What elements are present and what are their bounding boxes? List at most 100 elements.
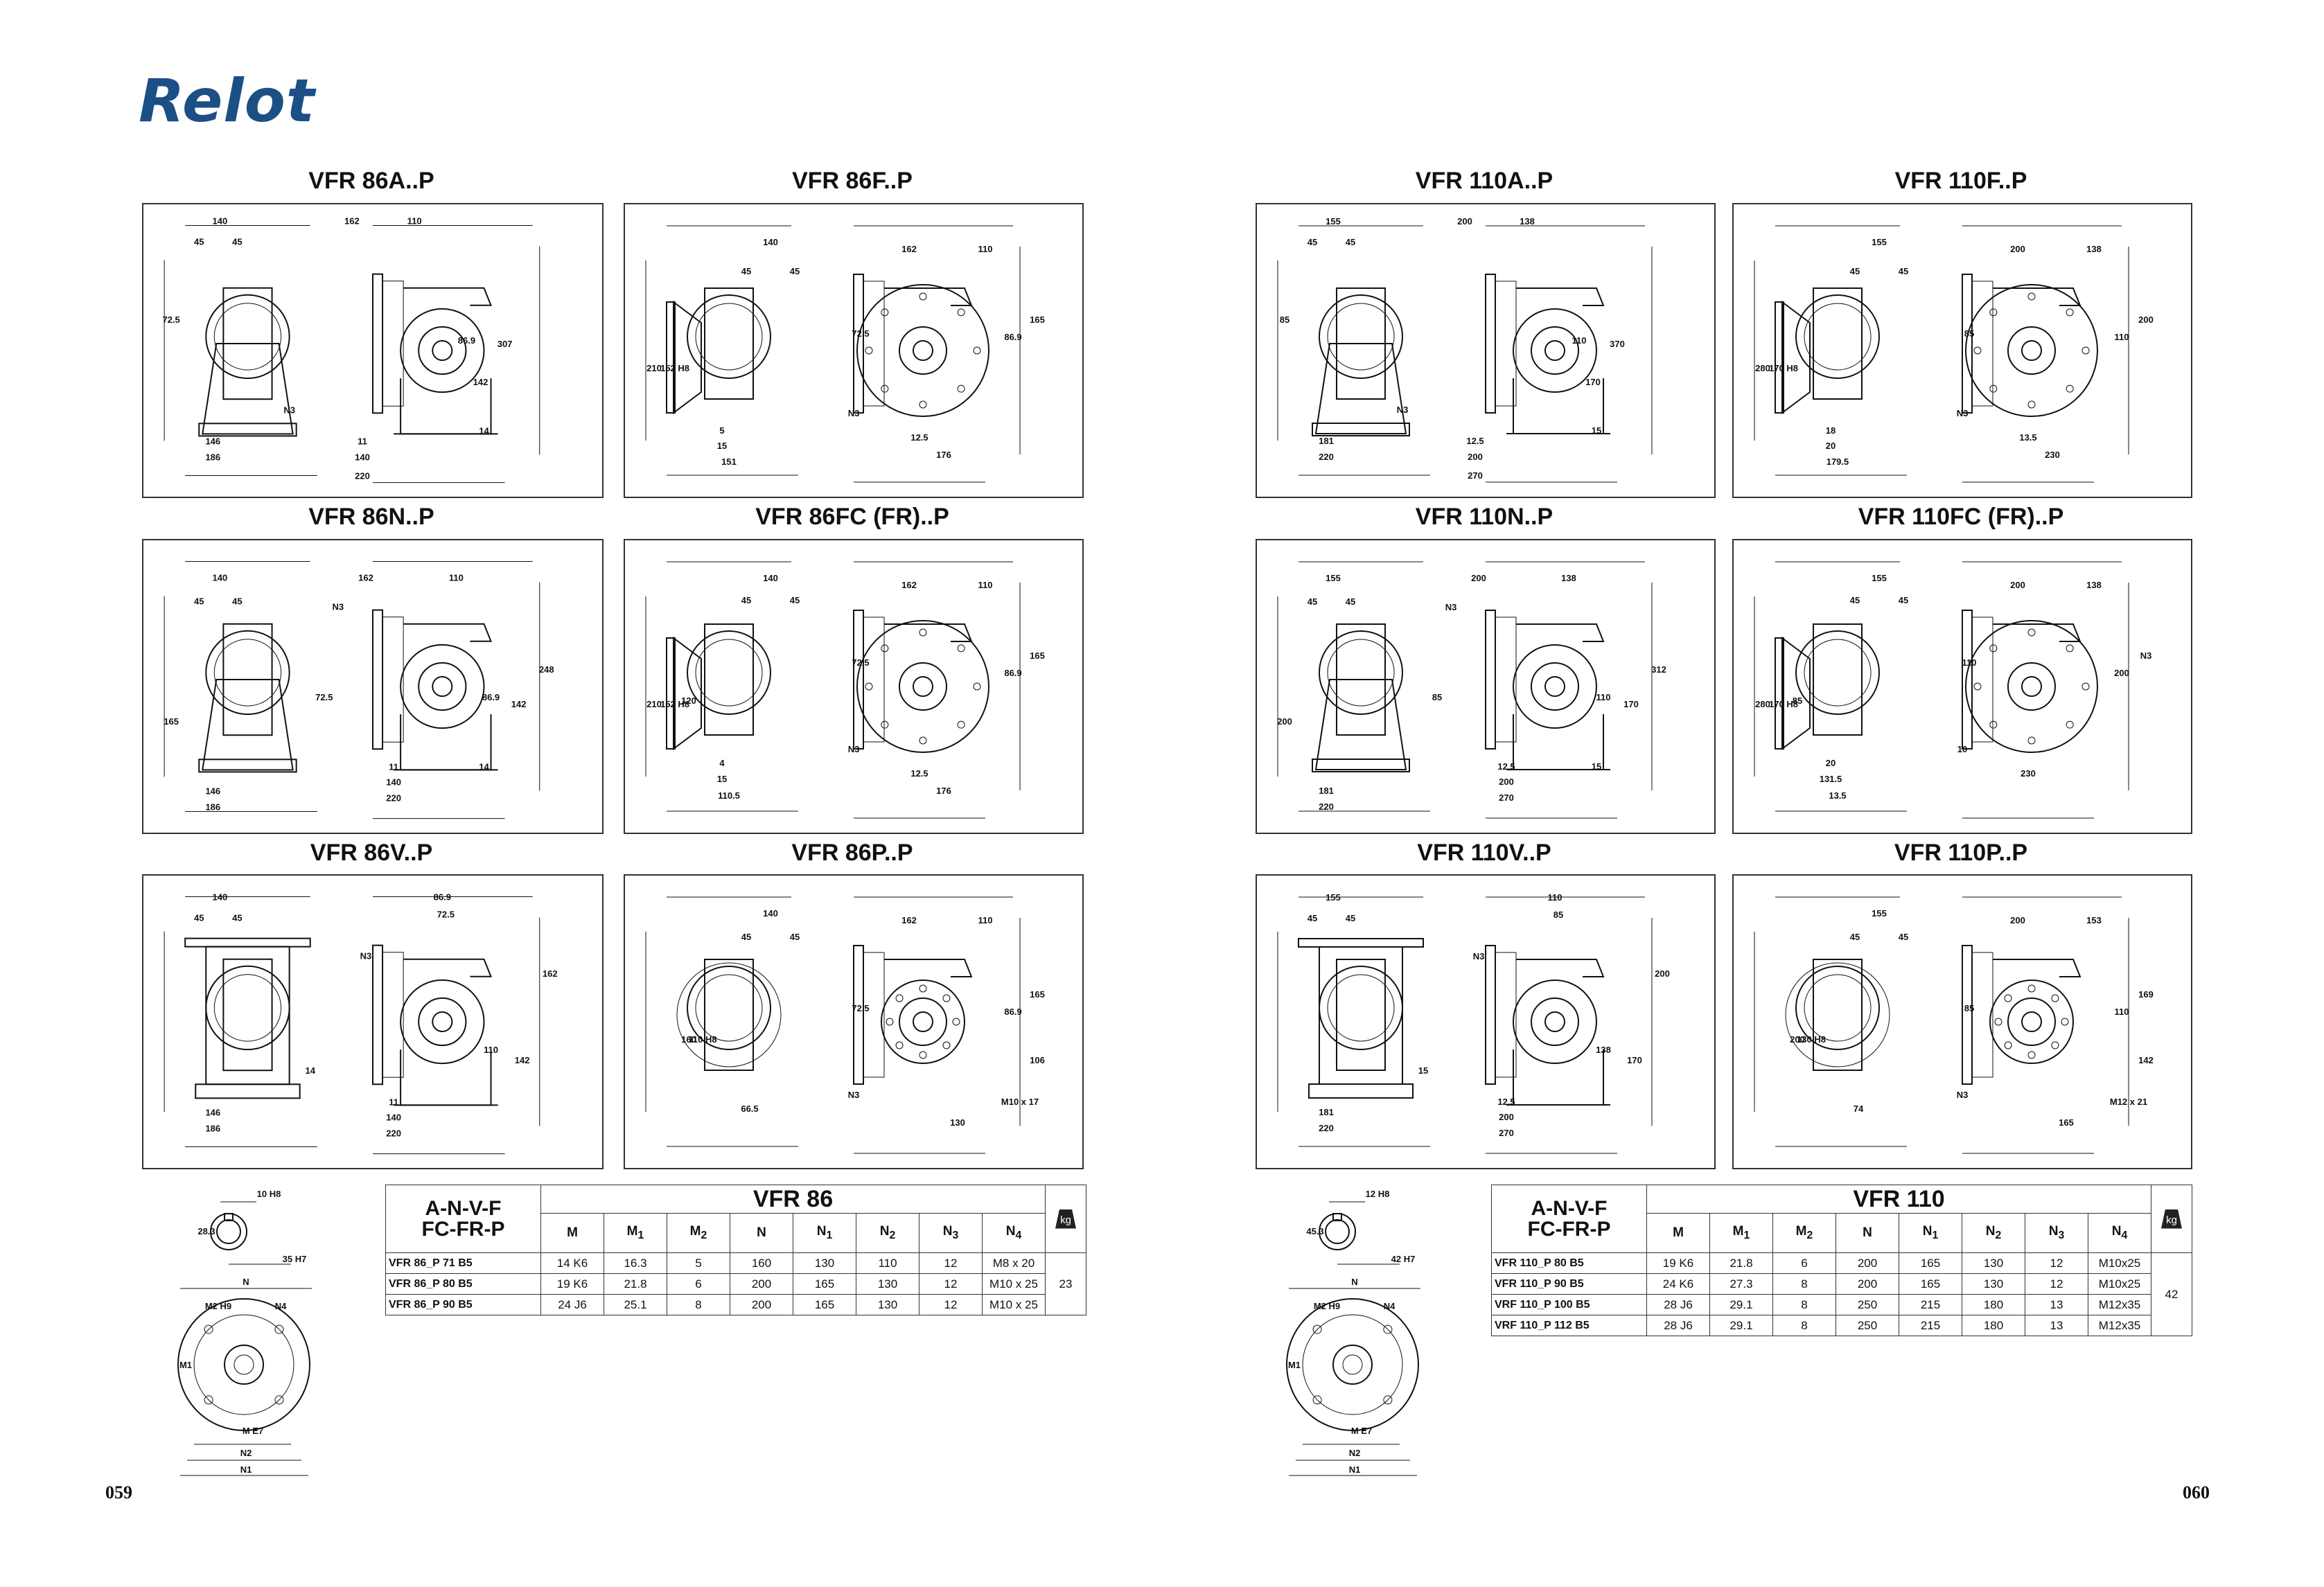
- dimension-label: N3: [1473, 951, 1485, 961]
- dimension-label: 85: [1280, 314, 1289, 325]
- dimension-label: 151: [721, 456, 737, 467]
- dimension-label: 130 H8: [1797, 1034, 1826, 1045]
- dimension-label: 12.5: [1497, 1097, 1515, 1107]
- row-label: VFR 110_P 90 B5: [1491, 1273, 1647, 1295]
- dimension-label: 162: [901, 244, 917, 254]
- dimension-label: 307: [498, 339, 513, 349]
- dimension-label: 130: [950, 1117, 965, 1128]
- column-header: M: [540, 1213, 604, 1253]
- dimension-label: 4: [719, 758, 725, 768]
- dimension-label: 169: [2138, 989, 2154, 1000]
- row-label: VFR 86_P 71 B5: [385, 1252, 541, 1274]
- dimension-label: 165: [2059, 1117, 2074, 1128]
- table-cell: 28 J6: [1646, 1294, 1710, 1315]
- dimension-label: 45: [1850, 932, 1860, 942]
- dimension-label: 152 H8: [660, 363, 689, 373]
- dimension-label: 110: [978, 580, 993, 590]
- dimension-label: 110: [1596, 692, 1611, 702]
- table-cell: 29.1: [1709, 1294, 1773, 1315]
- detail-dimension-label: N2: [240, 1448, 252, 1458]
- dimension-label: 220: [1319, 1123, 1334, 1133]
- dimension-label: N3: [360, 951, 372, 961]
- detail-dimension-label: N: [1351, 1277, 1357, 1287]
- table-cell: 200: [1836, 1273, 1899, 1295]
- dimension-label: 13.5: [2019, 432, 2036, 443]
- detail-dimension-label: 42 H7: [1391, 1254, 1416, 1264]
- dimension-label: 45: [741, 595, 751, 605]
- weight-header: kg: [2151, 1185, 2192, 1253]
- row-label: VFR 110_P 80 B5: [1491, 1252, 1647, 1274]
- dimension-label: 162: [358, 573, 373, 583]
- dimension-label: 85: [1553, 910, 1563, 920]
- dimension-label: 155: [1326, 892, 1341, 903]
- dimension-label: 110: [484, 1045, 498, 1055]
- dimension-label: 14: [479, 425, 489, 436]
- dimension-label: 86.9: [434, 892, 451, 902]
- table-cell: 13: [2025, 1294, 2088, 1315]
- table-title: VFR 86: [540, 1185, 1046, 1214]
- table-cell: 21.8: [604, 1273, 667, 1295]
- table-cell: 6: [1772, 1252, 1836, 1274]
- dimension-label: 155: [1872, 573, 1887, 583]
- dimension-label: 85: [1793, 695, 1802, 706]
- dimension-label: 138: [1520, 216, 1535, 227]
- dimension-label: 45: [1899, 595, 1908, 605]
- table-cell: 165: [793, 1294, 856, 1315]
- detail-dimension-label: 45.3: [1306, 1226, 1323, 1236]
- table-cell: 12: [919, 1294, 983, 1315]
- dimension-label: 162: [344, 215, 360, 226]
- dimension-label: 170: [1585, 377, 1601, 387]
- column-header: M2: [1772, 1213, 1836, 1253]
- dimension-label: 270: [1499, 1128, 1514, 1138]
- dimension-label: 15: [717, 441, 727, 451]
- dimension-label: 15: [1592, 425, 1601, 436]
- table-cell: 8: [1772, 1294, 1836, 1315]
- dimension-label: 270: [1468, 470, 1483, 481]
- dimension-label: 140: [212, 215, 227, 226]
- row-label: VRF 110_P 100 B5: [1491, 1294, 1647, 1315]
- dimension-label: 11: [389, 761, 398, 772]
- dimension-label: 86.9: [1004, 1007, 1021, 1017]
- dimension-label: 13.5: [1829, 790, 1846, 801]
- table-cell: 130: [1962, 1252, 2025, 1274]
- dimension-label: 45: [1346, 237, 1355, 247]
- dimension-label: 155: [1326, 216, 1341, 227]
- table-cell: 130: [1962, 1273, 2025, 1295]
- weight-header: kg: [1045, 1185, 1086, 1253]
- table-cell: 27.3: [1709, 1273, 1773, 1295]
- dimension-label: 72.5: [437, 910, 455, 920]
- column-header: N2: [856, 1213, 919, 1253]
- column-header: N4: [982, 1213, 1046, 1253]
- dimension-label: 140: [763, 573, 778, 583]
- table-cell: 6: [667, 1273, 730, 1295]
- dimension-label: 110: [2115, 1007, 2129, 1017]
- detail-dimension-label: M1: [1288, 1360, 1301, 1370]
- column-header: N1: [1899, 1213, 1962, 1253]
- dimension-label: 200: [1790, 1034, 1805, 1045]
- table-cell: 12: [2025, 1273, 2088, 1295]
- dimension-label: 86.9: [458, 335, 475, 346]
- dimension-label: 74: [1854, 1103, 1864, 1114]
- column-header: N1: [793, 1213, 856, 1253]
- detail-dimension-label: 12 H8: [1366, 1189, 1390, 1199]
- drawing-title: VFR 86N..P: [308, 504, 434, 530]
- weight-value: 23: [1045, 1252, 1086, 1315]
- dimension-label: 152 H8: [660, 699, 689, 709]
- table-cell: 200: [1836, 1252, 1899, 1274]
- table-cell: 25.1: [604, 1294, 667, 1315]
- dimension-label: 45: [1346, 596, 1355, 607]
- dimension-label: 110: [978, 244, 993, 254]
- table-cell: 8: [1772, 1273, 1836, 1295]
